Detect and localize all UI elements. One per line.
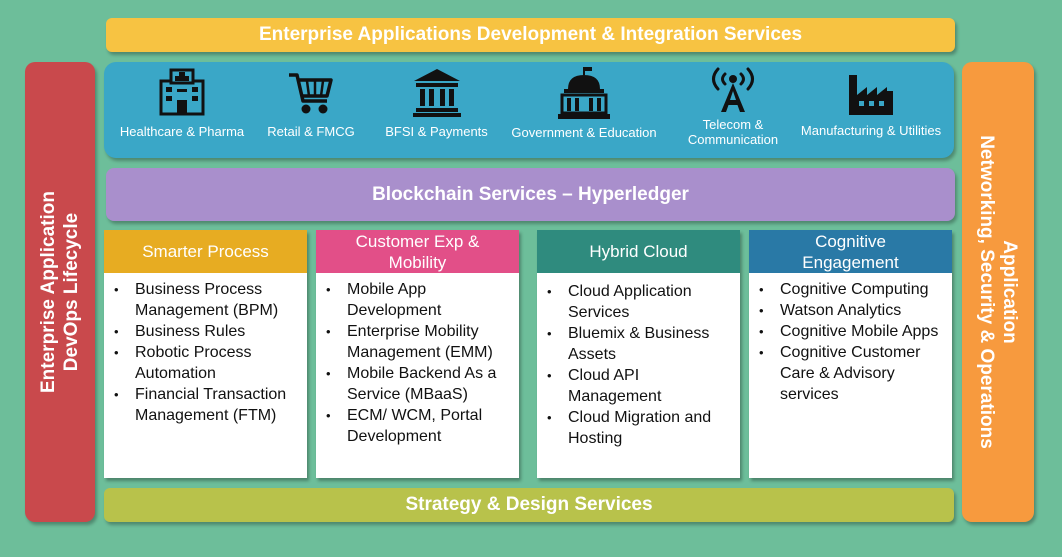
strategy-design-bar: Strategy & Design Services [104,488,954,522]
column-header: Smarter Process [104,230,307,273]
column-list: Cognitive Computing Watson Analytics Cog… [749,273,952,405]
cognitive-engagement-column: Cognitive Engagement Cognitive Computing… [749,230,952,478]
list-item: Business Rules [114,321,303,342]
industry-telecom: Telecom & Communication [674,62,792,158]
telecom-tower-icon [712,67,754,112]
government-building-icon [558,67,610,119]
customer-exp-column: Customer Exp & Mobility Mobile App Devel… [316,230,519,478]
list-item: Cognitive Customer Care & Advisory servi… [759,342,948,405]
strategy-design-label: Strategy & Design Services [405,494,653,515]
blockchain-services-label: Blockchain Services – Hyperledger [372,183,689,205]
factory-icon [849,75,893,115]
column-header: Customer Exp & Mobility [316,230,519,273]
column-header: Cognitive Engagement [749,230,952,273]
column-list: Cloud Application Services Bluemix & Bus… [537,273,740,449]
industry-label: Retail & FMCG [267,124,355,139]
list-item: Watson Analytics [759,300,948,321]
list-item: Mobile App Development [326,279,515,321]
smarter-process-column: Smarter Process Business Process Managem… [104,230,307,478]
column-header: Hybrid Cloud [537,230,740,273]
industry-manufacturing: Manufacturing & Utilities [794,62,948,158]
list-item: Robotic Process Automation [114,342,303,384]
list-item: ECM/ WCM, Portal Development [326,405,515,447]
list-item: Cognitive Mobile Apps [759,321,948,342]
list-item: Mobile Backend As a Service (MBaaS) [326,363,515,405]
industry-label: Telecom & Communication [687,117,779,147]
list-item: Enterprise Mobility Management (EMM) [326,321,515,363]
list-item: Cloud API Management [547,365,736,407]
industry-label: Government & Education [511,125,657,140]
industry-retail: Retail & FMCG [256,62,366,158]
enterprise-apps-banner-label: Enterprise Applications Development & In… [258,24,803,45]
industry-bfsi: BFSI & Payments [374,62,499,158]
column-list: Business Process Management (BPM) Busine… [104,273,307,426]
devops-lifecycle-bar: Enterprise Application DevOps Lifecycle [25,62,95,522]
bank-icon [412,69,461,117]
devops-lifecycle-label: Enterprise Application DevOps Lifecycle [38,191,82,393]
industry-healthcare: Healthcare & Pharma [112,62,252,158]
industry-label: BFSI & Payments [385,124,488,139]
industry-label: Manufacturing & Utilities [800,123,942,138]
industry-government: Government & Education [502,62,666,158]
list-item: Cognitive Computing [759,279,948,300]
networking-security-label: Application Networking, Security & Opera… [976,135,1020,449]
hybrid-cloud-column: Hybrid Cloud Cloud Application Services … [537,230,740,478]
industry-label: Healthcare & Pharma [119,124,245,139]
hospital-icon [159,68,205,116]
column-list: Mobile App Development Enterprise Mobili… [316,273,519,447]
list-item: Cloud Application Services [547,281,736,323]
industries-strip: Healthcare & Pharma Retail & FMCG [104,62,954,158]
list-item: Financial Transaction Management (FTM) [114,384,303,426]
blockchain-services-bar: Blockchain Services – Hyperledger [106,168,955,221]
networking-security-bar: Application Networking, Security & Opera… [962,62,1034,522]
list-item: Cloud Migration and Hosting [547,407,736,449]
list-item: Bluemix & Business Assets [547,323,736,365]
shopping-cart-icon [289,73,333,114]
enterprise-apps-banner: Enterprise Applications Development & In… [106,18,955,52]
list-item: Business Process Management (BPM) [114,279,303,321]
